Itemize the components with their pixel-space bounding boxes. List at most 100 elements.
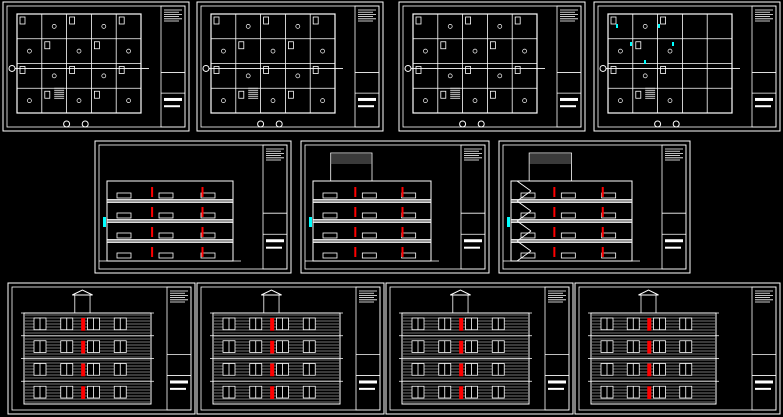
furniture	[322, 212, 338, 219]
door-red	[151, 227, 154, 237]
cyan-mark	[644, 60, 646, 64]
sheet-border	[385, 282, 574, 415]
fixture	[522, 98, 527, 103]
fixture	[76, 48, 82, 54]
sheet-border	[7, 282, 196, 415]
fixture	[667, 98, 673, 103]
furniture	[635, 90, 642, 99]
drawing-sheet-2[interactable]	[196, 1, 384, 132]
sheet-border	[2, 1, 190, 132]
door-red	[459, 363, 464, 377]
door-red	[201, 247, 204, 257]
fixture	[51, 73, 57, 79]
furniture	[520, 192, 536, 199]
door-red	[401, 227, 404, 237]
drawing-sheet-8[interactable]	[7, 282, 196, 415]
furniture	[118, 66, 125, 74]
sheet-inner-border	[200, 5, 380, 128]
floor-slab	[510, 219, 633, 223]
furniture	[116, 232, 132, 239]
fixture	[642, 24, 648, 29]
drawing-sheet-6[interactable]	[300, 140, 490, 274]
door-red	[354, 207, 357, 217]
door-red	[354, 247, 357, 257]
fixture	[245, 73, 251, 79]
furniture	[158, 252, 174, 259]
furniture	[200, 212, 216, 219]
title-label-bar	[464, 239, 482, 243]
drawing-sheet-5[interactable]	[94, 140, 292, 274]
stair-flight	[516, 250, 532, 262]
title-block	[751, 5, 777, 128]
drawing-sheet-11[interactable]	[574, 282, 781, 415]
fixture	[270, 48, 276, 54]
floor-slab	[312, 239, 432, 243]
door-red	[270, 318, 275, 331]
floor-slab	[312, 199, 432, 203]
furniture	[514, 16, 521, 25]
title-label-bar	[755, 105, 771, 108]
fixture	[320, 48, 325, 54]
furniture	[287, 90, 294, 99]
floor-slab	[312, 219, 432, 223]
title-block	[354, 5, 380, 128]
fixture	[27, 98, 32, 103]
stair-flight	[516, 230, 532, 242]
floor-slab	[106, 239, 234, 243]
furniture	[361, 192, 377, 199]
fixture	[423, 48, 428, 54]
stair-flight	[516, 220, 532, 232]
door-red	[459, 318, 464, 331]
door-red	[601, 247, 604, 257]
drawing-sheet-4[interactable]	[593, 1, 781, 132]
cyan-mark	[658, 24, 660, 28]
title-block	[556, 5, 582, 128]
door-red	[601, 187, 604, 197]
drawing-sheet-7[interactable]	[498, 140, 691, 274]
title-label-bar	[359, 380, 377, 384]
drawing-sheet-9[interactable]	[196, 282, 385, 415]
door-red	[401, 187, 404, 197]
door-red	[201, 187, 204, 197]
title-label-bar	[266, 239, 284, 243]
tower	[263, 294, 280, 314]
furniture	[514, 66, 521, 74]
grid-bubble	[654, 120, 662, 128]
title-label-bar	[359, 387, 375, 390]
grid-bubble	[8, 64, 16, 72]
fixture	[101, 24, 107, 29]
door-red	[647, 386, 652, 399]
title-block	[262, 144, 288, 270]
floor-slab	[510, 199, 633, 203]
furniture	[401, 232, 417, 239]
sheet-border	[300, 140, 490, 274]
drawing-sheet-10[interactable]	[385, 282, 574, 415]
cyan-mark	[672, 42, 674, 46]
furniture	[69, 16, 75, 25]
title-label-bar	[755, 380, 773, 384]
furniture	[322, 232, 338, 239]
door-red	[647, 340, 652, 354]
fixture	[497, 24, 503, 29]
door-red	[270, 340, 275, 354]
tower-roof	[450, 289, 471, 296]
sheet-border	[196, 282, 385, 415]
fixture	[423, 98, 428, 103]
furniture	[118, 16, 125, 25]
furniture	[520, 252, 536, 259]
fixture	[51, 24, 57, 29]
fixture	[522, 48, 527, 54]
drawing-sheet-1[interactable]	[2, 1, 190, 132]
fixture	[447, 24, 453, 29]
furniture	[465, 66, 472, 74]
furniture	[520, 212, 536, 219]
drawing-sheet-3[interactable]	[398, 1, 586, 132]
fixture	[126, 98, 131, 103]
title-block	[460, 144, 486, 270]
stair-flight	[516, 190, 532, 202]
title-label-bar	[358, 97, 376, 101]
tower-roof	[261, 289, 282, 296]
furniture	[69, 66, 75, 74]
furniture	[44, 90, 51, 99]
